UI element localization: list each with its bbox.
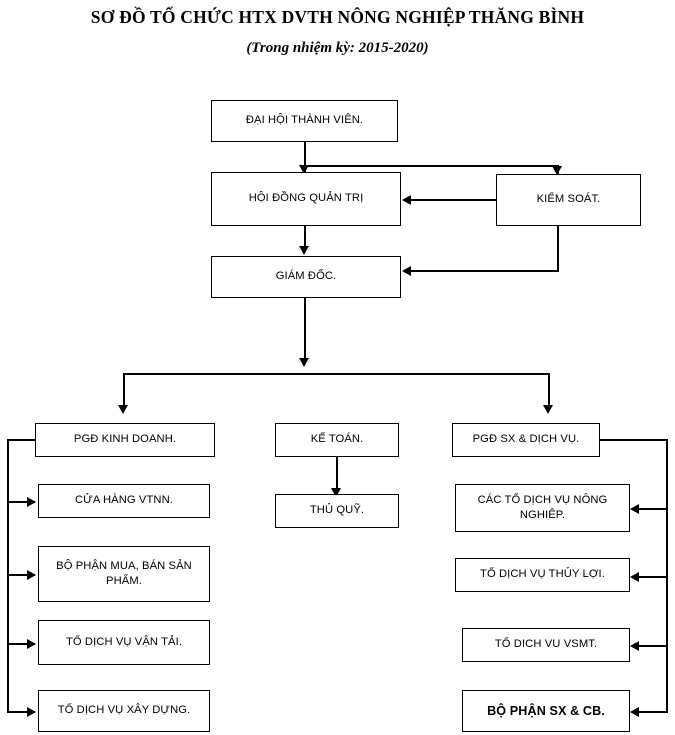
rail-left-tap-pgd xyxy=(7,439,36,441)
arrowhead-sx-cb xyxy=(630,707,639,717)
edge-daihoi-to-kiemsoat-h xyxy=(304,165,559,167)
arrowhead-xay-dung xyxy=(27,707,36,717)
edge-ketoan-to-thuquy xyxy=(336,457,338,491)
arrowhead-nong-nghiep xyxy=(630,504,639,514)
page-title: SƠ ĐỒ TỔ CHỨC HTX DVTH NÔNG NGHIỆP THĂNG… xyxy=(90,7,585,27)
arrowhead-giamdoc-down xyxy=(299,246,309,255)
arrowhead-hoidong-left xyxy=(402,195,411,205)
arrowhead-van-tai xyxy=(27,639,36,649)
node-cua-hang-vtnn[interactable]: CỬA HÀNG VTNN. xyxy=(38,484,210,518)
arrowhead-cua-hang xyxy=(27,497,36,507)
node-to-dich-vu-xay-dung[interactable]: TỔ DỊCH VỤ XÂY DỰNG. xyxy=(38,690,210,732)
node-pgd-sx-dich-vu[interactable]: PGĐ SX & DỊCH VỤ. xyxy=(452,423,600,457)
arrowhead-thuy-loi xyxy=(630,572,639,582)
arrowhead-vsmt xyxy=(630,641,639,651)
rail-left-branch-xay-dung xyxy=(7,711,35,713)
node-thu-quy[interactable]: THỦ QUỸ. xyxy=(275,494,399,528)
node-to-dich-vu-van-tai[interactable]: TỔ DỊCH VỤ VẬN TẢI. xyxy=(38,620,210,665)
rail-left-branch-bo-phan-mua xyxy=(7,574,35,576)
arrowhead-giamdoc-left xyxy=(402,266,411,276)
rail-left-branch-cua-hang xyxy=(7,501,35,503)
arrowhead-bo-phan-mua xyxy=(27,570,36,580)
edge-kiemsoat-to-giamdoc-v xyxy=(557,226,559,271)
rail-right-branch-vsmt xyxy=(639,645,668,647)
node-to-dich-vu-vsmt[interactable]: TỔ DICH VU VSMT. xyxy=(462,628,630,662)
rail-right-tap-pgd xyxy=(600,439,668,441)
edge-giamdoc-stem xyxy=(304,298,306,360)
edge-daihoi-stem xyxy=(304,142,306,166)
rail-right-vertical xyxy=(666,439,668,711)
rail-right-branch-sx-cb xyxy=(639,711,668,713)
arrowhead-to-pgd-sx-dv xyxy=(543,405,553,414)
edge-kiemsoat-to-giamdoc-h xyxy=(411,270,559,272)
arrowhead-bus-center xyxy=(299,358,309,367)
node-cac-to-dich-vu-nong-nghiep[interactable]: CÁC TỔ DỊCH VỤ NÔNG NGHIÊP. xyxy=(455,484,630,532)
node-hoi-dong-quan-tri[interactable]: HỘI ĐỒNG QUẢN TRỊ xyxy=(211,172,401,226)
arrowhead-to-hoidong xyxy=(299,165,309,174)
node-dai-hoi-thanh-vien[interactable]: ĐẠI HỘI THÀNH VIÊN. xyxy=(211,100,398,142)
arrowhead-to-pgd-kinh-doanh xyxy=(118,405,128,414)
arrowhead-to-kiemsoat xyxy=(552,166,562,175)
rail-left-branch-van-tai xyxy=(7,643,35,645)
node-giam-doc[interactable]: GIÁM ĐỐC. xyxy=(211,256,401,298)
node-kiem-soat[interactable]: KIỂM SOÁT. xyxy=(496,174,641,226)
node-bo-phan-sx-cb[interactable]: BỘ PHẬN SX & CB. xyxy=(462,690,630,732)
node-to-dich-vu-thuy-loi[interactable]: TỔ DỊCH VỤ THỦY LỢI. xyxy=(455,558,630,592)
bus-horizontal xyxy=(123,373,550,375)
bus-right-drop xyxy=(548,373,550,407)
page-subtitle: (Trong nhiệm kỳ: 2015-2020) xyxy=(246,40,429,56)
node-ke-toan[interactable]: KẾ TOÁN. xyxy=(275,423,399,457)
edge-kiemsoat-to-hoidong xyxy=(411,199,498,201)
edge-hoidong-to-giamdoc xyxy=(304,226,306,248)
bus-left-drop xyxy=(123,373,125,407)
node-bo-phan-mua-ban-san-pham[interactable]: BỘ PHẬN MUA, BÁN SẢN PHẨM. xyxy=(38,546,210,602)
arrowhead-thu-quy xyxy=(331,488,341,497)
node-pgd-kinh-doanh[interactable]: PGĐ KINH DOANH. xyxy=(35,423,215,457)
rail-right-branch-nong-nghiep xyxy=(639,508,668,510)
rail-right-branch-thuy-loi xyxy=(639,576,668,578)
